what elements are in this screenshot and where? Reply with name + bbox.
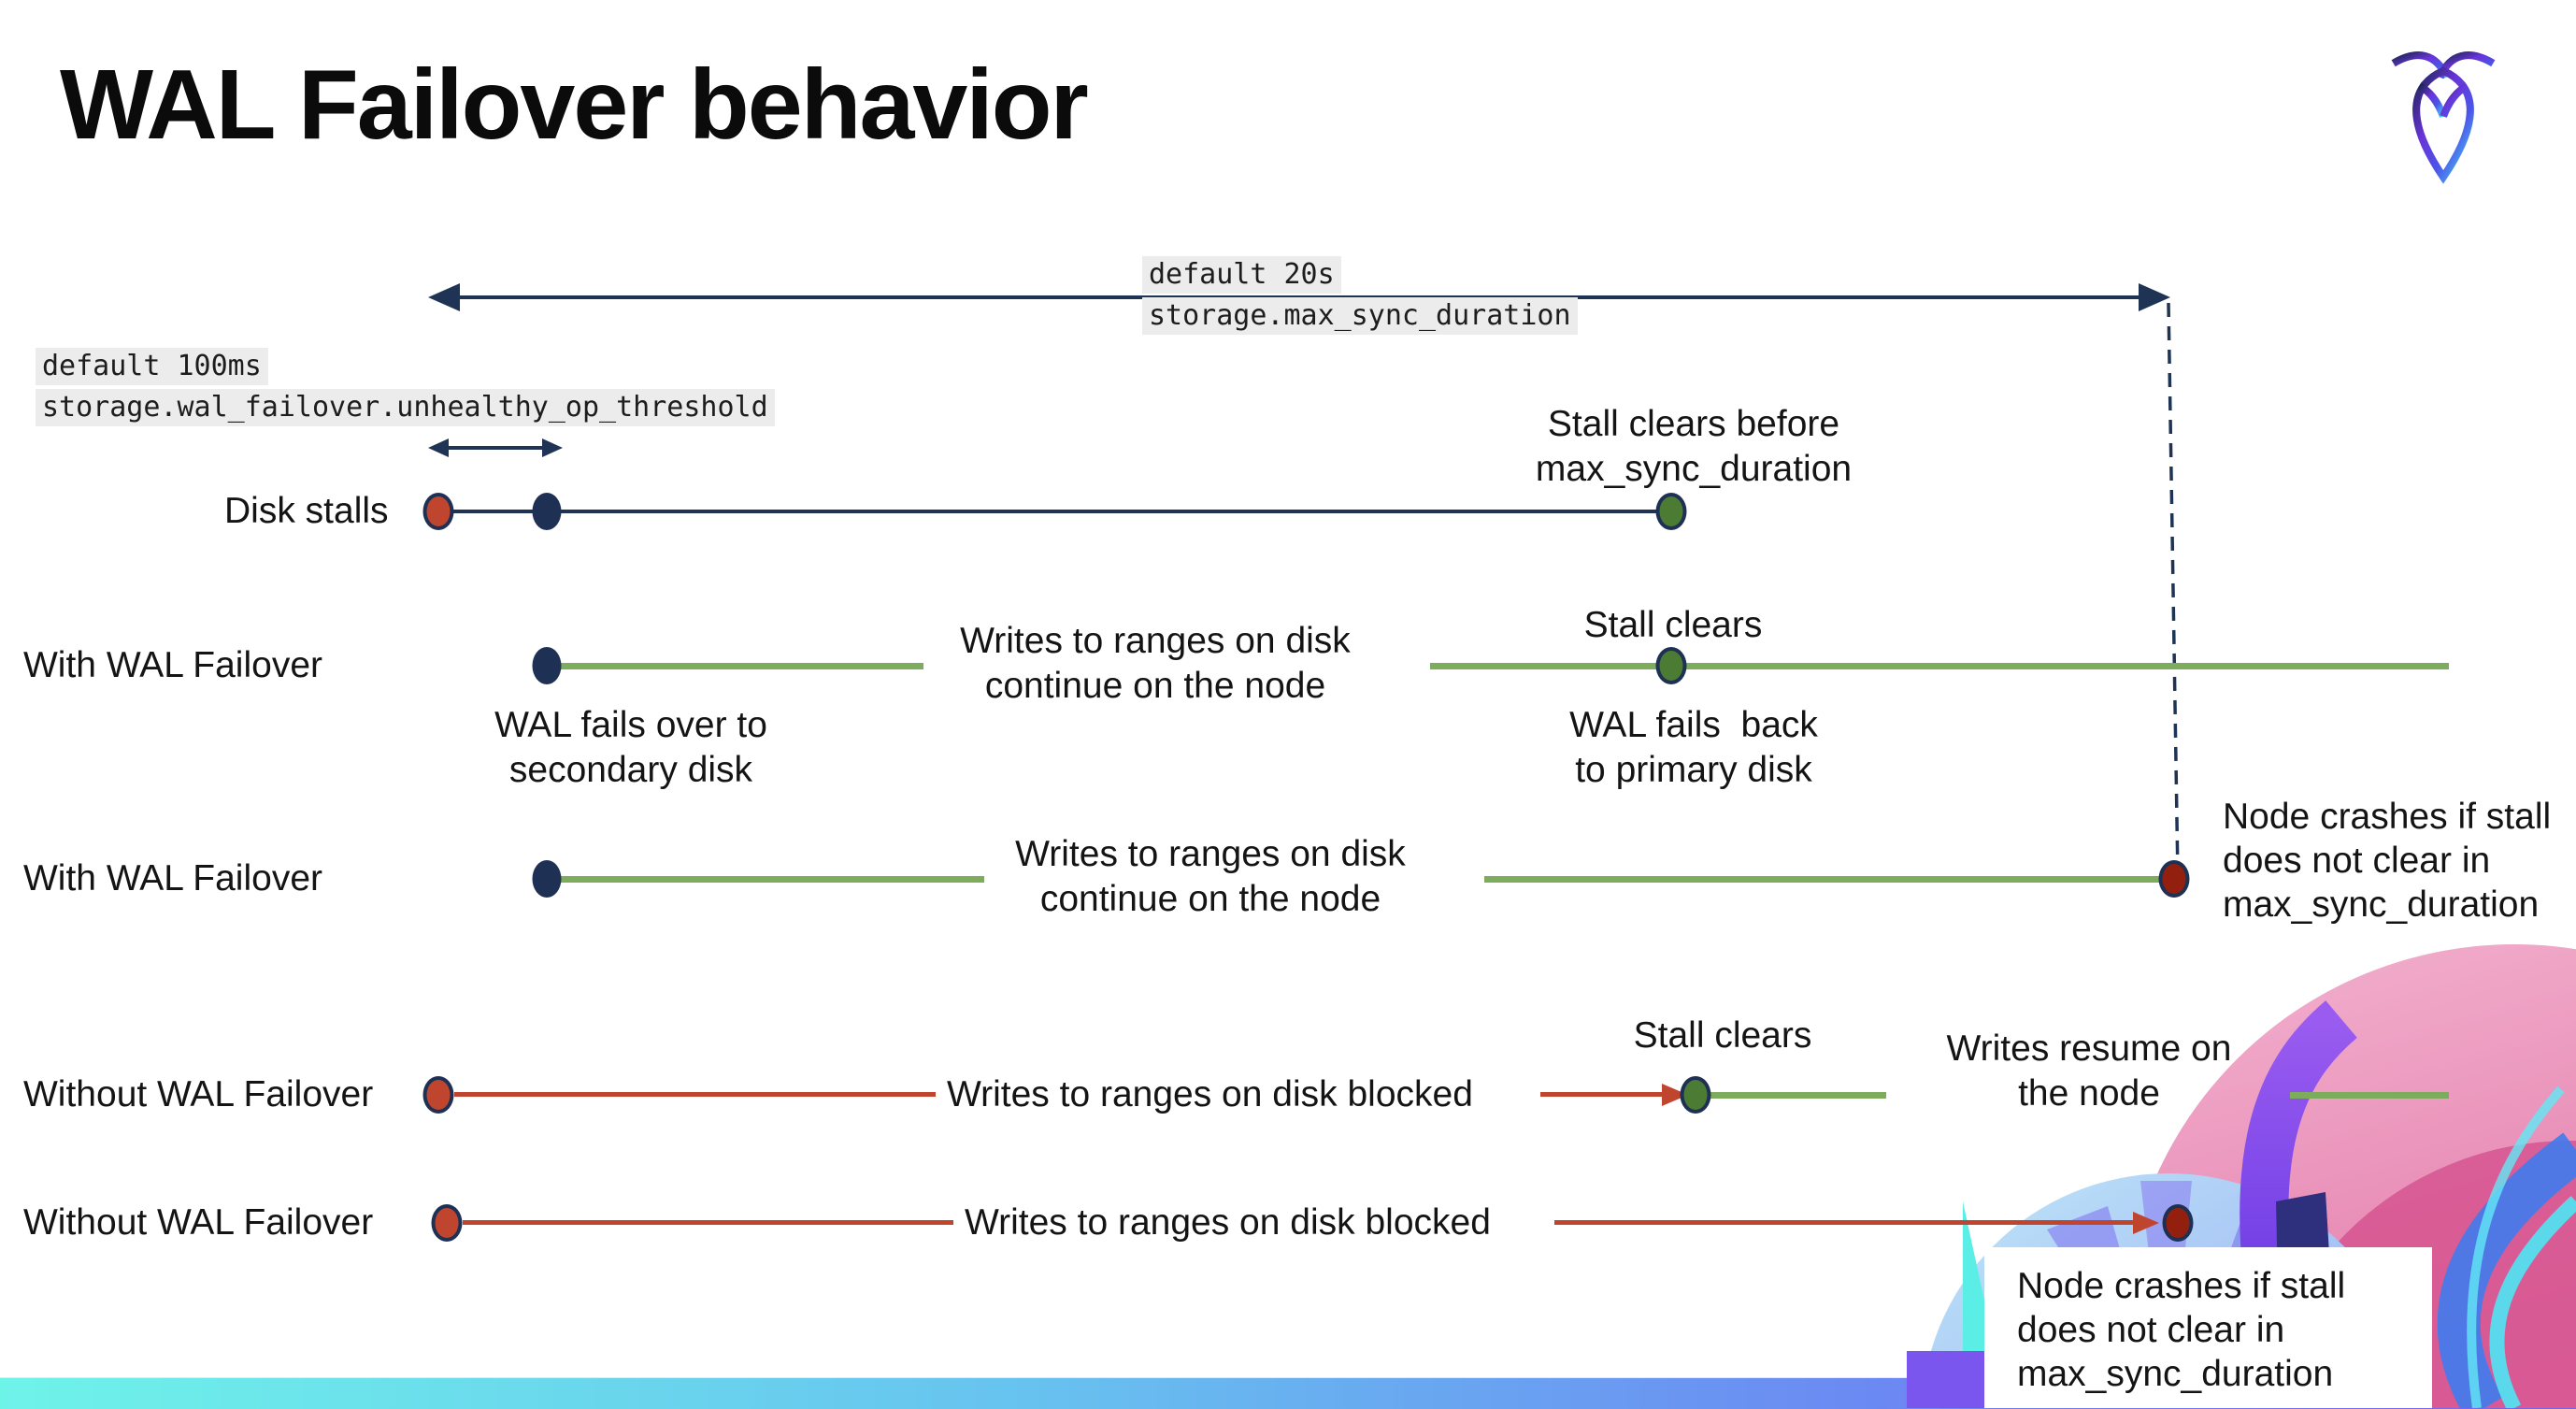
timeline-segment	[1707, 1092, 1886, 1099]
writes-blocked-note: Writes to ranges on disk blocked	[947, 1074, 1473, 1114]
timeline-segment	[2290, 1092, 2449, 1099]
threshold-dot	[532, 493, 562, 530]
default-20s-chip: default 20s	[1142, 256, 1341, 294]
arrowhead-right-icon	[2139, 283, 2170, 311]
arrowhead-right-icon	[2133, 1212, 2159, 1234]
timeline-segment	[559, 876, 984, 883]
arrowhead-left-icon	[428, 283, 460, 311]
disk-stall-dot	[431, 1204, 463, 1242]
stall-clear-dot	[1680, 1076, 1711, 1114]
failover-start-dot	[532, 647, 562, 684]
timeline-segment-blocked	[454, 1092, 936, 1097]
disk-stall-dot	[422, 1076, 454, 1114]
cockroachdb-logo-icon	[2391, 51, 2496, 184]
timeline-segment-blocked	[463, 1220, 953, 1225]
wal-failover-note: WAL fails over to secondary disk	[494, 705, 767, 790]
timeline-segment	[1430, 663, 1664, 669]
writes-continue-note: Writes to ranges on disk continue on the…	[960, 621, 1351, 706]
stall-clear-dot	[1655, 493, 1687, 530]
stall-clear-dot	[1655, 647, 1687, 684]
timeline-segment-blocked	[1554, 1220, 2135, 1225]
unhealthy-op-threshold-setting-chip: storage.wal_failover.unhealthy_op_thresh…	[36, 389, 775, 426]
timeline-segment	[1682, 663, 2449, 669]
page-title: WAL Failover behavior	[60, 50, 1089, 160]
timeline-segment	[1484, 876, 2161, 883]
wal-failback-note: WAL fails back to primary disk	[1569, 705, 1818, 790]
default-100ms-chip: default 100ms	[36, 348, 268, 385]
node-crash-note: Node crashes if stall does not clear in …	[2017, 1266, 2346, 1394]
unhealthy-op-threshold-span-arrow	[443, 446, 548, 450]
stall-clears-before-note: Stall clears before max_sync_duration	[1535, 404, 1853, 489]
max-sync-duration-setting-chip: storage.max_sync_duration	[1142, 297, 1578, 335]
node-crash-note: Node crashes if stall does not clear in …	[2223, 797, 2552, 925]
timeline-segment-blocked	[1540, 1092, 1669, 1097]
node-crash-dot	[2158, 860, 2190, 898]
writes-blocked-note: Writes to ranges on disk blocked	[965, 1202, 1491, 1243]
timeline-label: Without WAL Failover	[23, 1074, 374, 1114]
arrowhead-left-icon	[428, 439, 449, 457]
stall-clears-note: Stall clears	[1633, 1015, 1812, 1056]
node-crash-dot	[2162, 1204, 2194, 1242]
writes-continue-note: Writes to ranges on disk continue on the…	[1015, 834, 1406, 919]
timeline-label: With WAL Failover	[23, 645, 322, 685]
timeline-label: With WAL Failover	[23, 858, 322, 899]
failover-start-dot	[532, 860, 562, 898]
arrowhead-right-icon	[542, 439, 563, 457]
node-crash-callout-box	[1984, 1247, 2432, 1408]
disk-stall-dot	[422, 493, 454, 530]
timeline-segment	[452, 510, 1671, 513]
timeline-segment	[559, 663, 923, 669]
writes-resume-note: Writes resume on the node	[1946, 1028, 2232, 1114]
timeline-label: Without WAL Failover	[23, 1202, 374, 1243]
max-sync-deadline-dashed-line	[2167, 302, 2180, 878]
stall-clears-note: Stall clears	[1583, 605, 1763, 645]
timeline-label: Disk stalls	[224, 491, 389, 531]
